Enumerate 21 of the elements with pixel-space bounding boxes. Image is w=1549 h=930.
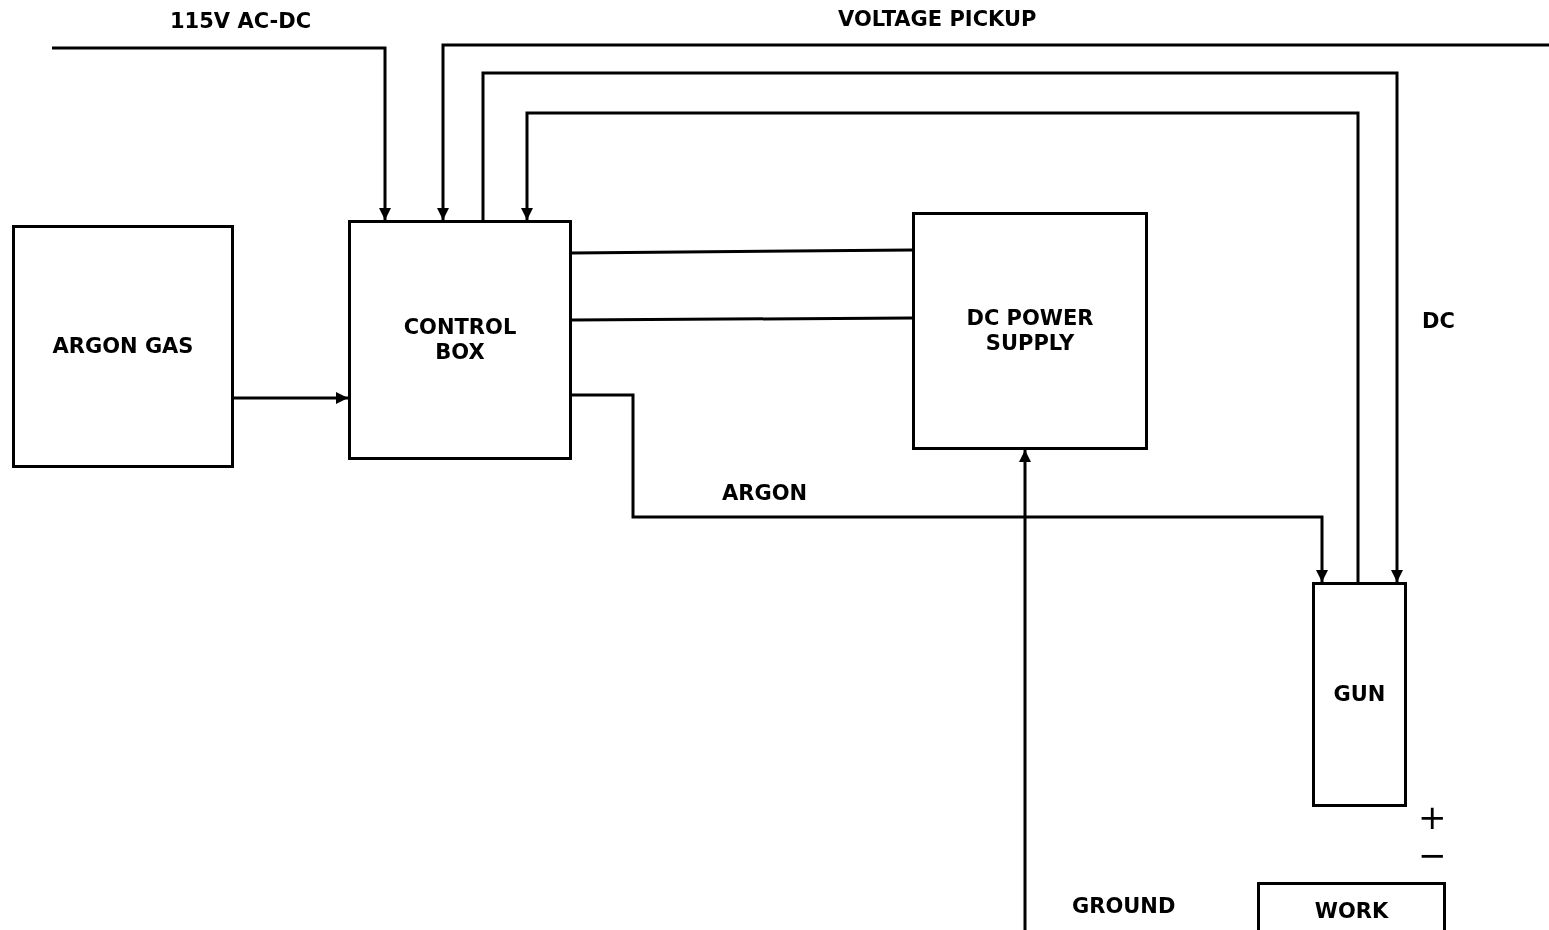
connector-line	[572, 316, 912, 322]
arrow	[437, 43, 1549, 220]
box-label: CONTROL BOX	[402, 314, 518, 366]
arrow	[1019, 450, 1031, 930]
polarity-sign: +	[1418, 800, 1447, 834]
arrow	[52, 46, 391, 220]
process-box	[912, 212, 1148, 450]
process-box	[12, 225, 234, 468]
arrow	[521, 111, 1360, 582]
box-label: WORK	[1314, 899, 1389, 925]
process-box	[1312, 582, 1407, 807]
arrow	[234, 392, 348, 404]
process-box	[348, 220, 572, 460]
arrow	[481, 71, 1403, 582]
box-label: ARGON GAS	[52, 333, 194, 360]
connector-line	[572, 248, 912, 255]
box-label: GUN	[1333, 681, 1386, 708]
process-box	[1257, 882, 1446, 930]
box-label: DC POWER SUPPLY	[965, 305, 1095, 357]
arrow	[572, 393, 1328, 582]
polarity-sign: −	[1418, 838, 1447, 872]
